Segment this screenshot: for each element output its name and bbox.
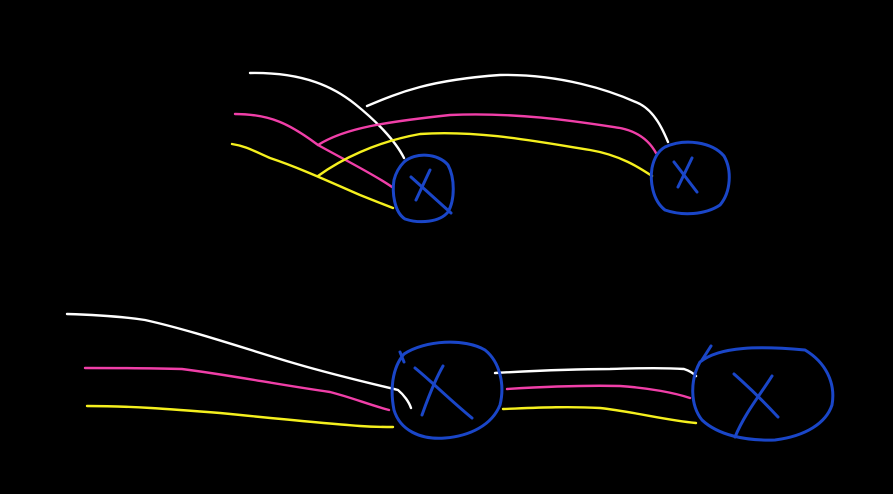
top-node-1-x-mark-b [414,168,432,202]
bottom-node-2-tick [700,344,713,362]
bottom-pink-incoming-wire [83,366,391,412]
top-node-1-ring [391,153,455,224]
top-node-2-x-mark-a [672,160,699,194]
bottom-node-2 [691,344,835,442]
bottom-yellow-link-wire [501,405,698,425]
bottom-node-1-x-mark-b [420,364,445,417]
bottom-node-2-x-mark-a [732,372,780,419]
bottom-node-1-ring [390,340,504,440]
top-node-1-x-mark-a [409,175,453,215]
top-node-2-ring [649,140,731,216]
top-pink-link-wire [316,113,658,155]
top-yellow-link-wire [316,132,654,178]
top-diagram [230,71,731,224]
top-yellow-incoming-wire [230,142,395,210]
bottom-yellow-incoming-wire [85,404,395,429]
top-white-link-wire [365,73,670,144]
bottom-node-1-tick [398,350,406,364]
bottom-node-1-x-mark-a [413,366,474,420]
top-node-2-x-mark-b [676,156,694,189]
bottom-pink-link-wire [505,384,692,400]
bottom-node-2-ring [691,346,835,442]
top-white-incoming-wire [248,71,406,160]
top-node-2 [649,140,731,216]
bottom-diagram [65,312,835,442]
bottom-white-incoming-wire [65,312,413,410]
top-node-1 [391,153,455,224]
bottom-white-link-wire [493,367,698,378]
bottom-node-1 [390,340,504,440]
bottom-node-2-x-mark-b [733,374,774,439]
